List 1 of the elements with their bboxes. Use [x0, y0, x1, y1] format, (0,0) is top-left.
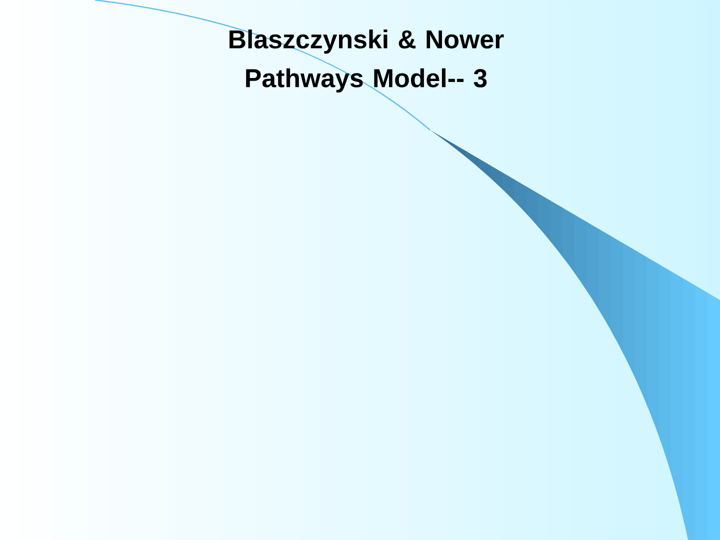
- slide-title: Blaszczynski & Nower Pathways Model-- 3: [230, 30, 504, 92]
